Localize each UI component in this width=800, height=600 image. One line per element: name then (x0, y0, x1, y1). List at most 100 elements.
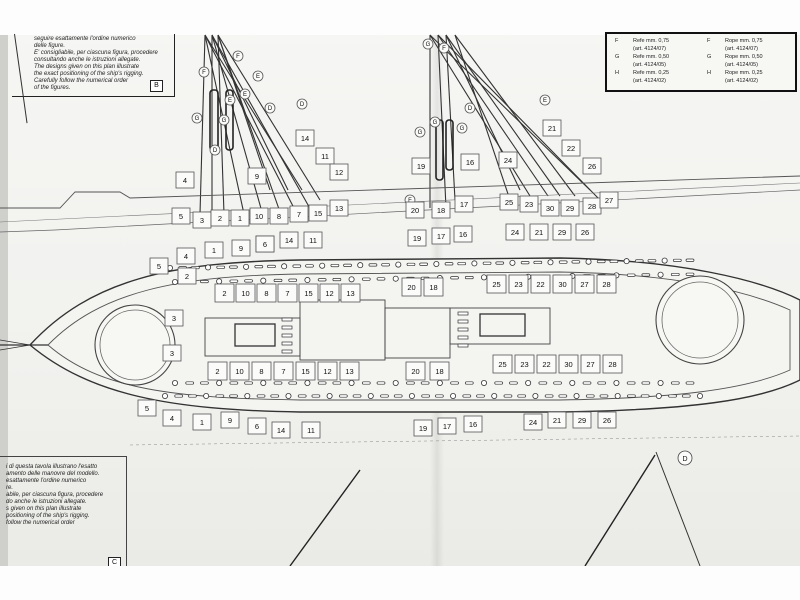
belaying-pin (205, 264, 212, 271)
rigging-letter-circle (239, 88, 251, 100)
cleat (229, 381, 239, 385)
cleat (270, 394, 280, 398)
belaying-pin (216, 379, 223, 386)
label-number: 3 (200, 216, 204, 225)
label-box (407, 229, 427, 247)
rigging-line (429, 34, 531, 197)
note-line: E' consigliabile, per ciascuna figura, p… (34, 50, 158, 56)
label-box (339, 361, 360, 381)
note-line: of the figures. (34, 85, 71, 91)
label-number: 28 (602, 280, 610, 289)
label-box (530, 274, 551, 294)
label-box (235, 283, 256, 303)
hull-outline (0, 175, 800, 446)
label-box (536, 354, 557, 374)
belaying-pin (657, 271, 664, 278)
label-box (162, 344, 182, 362)
label-box (255, 235, 275, 253)
label-number: 21 (548, 124, 556, 133)
label-box (523, 413, 543, 431)
legend-key: H (707, 70, 711, 76)
cleat (317, 381, 327, 385)
cleat (332, 278, 342, 282)
sheer-line-mid (0, 182, 800, 223)
label-box (429, 361, 450, 381)
belaying-pin (304, 379, 311, 386)
label-box (463, 415, 483, 433)
cleat (288, 278, 298, 282)
rigging-letter-circle (429, 116, 441, 128)
rigging-letter: G (433, 120, 438, 126)
rigging-line (217, 34, 271, 191)
label-box (499, 193, 519, 211)
sheet-edge (0, 35, 8, 566)
label-number: 25 (492, 280, 500, 289)
belaying-pin (348, 379, 355, 386)
rigging-lines (199, 34, 701, 567)
label-number: 12 (335, 168, 343, 177)
slot (281, 325, 293, 330)
cleat (174, 394, 184, 398)
rigging-letter: E (243, 92, 247, 98)
label-box (249, 207, 269, 225)
label-box (298, 283, 319, 303)
cleat (509, 381, 518, 385)
label-number: 11 (309, 236, 317, 245)
cleat (670, 381, 680, 385)
note-line: the exact positioning of the ship's rigg… (34, 71, 144, 77)
label-number: 27 (586, 360, 594, 369)
label-box (405, 361, 426, 381)
label-number: 8 (277, 212, 281, 221)
belaying-pin (585, 258, 592, 265)
label-box (558, 354, 579, 374)
belaying-pin (655, 392, 662, 399)
label-number: 2 (215, 367, 219, 376)
label-box (171, 207, 191, 225)
label-box (498, 151, 518, 169)
cleat (380, 394, 389, 398)
label-number: 15 (304, 289, 312, 298)
belaying-pin (203, 392, 210, 399)
rigging-letter: G (418, 130, 423, 136)
legend-text: (art. 4124/05) (633, 62, 667, 68)
label-box (602, 354, 623, 374)
rigging-line (204, 34, 303, 191)
label-box (596, 274, 617, 294)
legend-text: Refe mm. 0,25 (633, 70, 670, 76)
label-number: 13 (346, 289, 354, 298)
label-number: 22 (542, 360, 550, 369)
label-number: 14 (277, 426, 285, 435)
note-line: The designs given on this plan illustrat… (34, 64, 140, 70)
belaying-pin (480, 379, 487, 386)
rigging-line (437, 34, 549, 197)
belaying-pin (304, 277, 311, 284)
label-box (210, 209, 230, 227)
label-number: 24 (511, 228, 519, 237)
rigging-letter: F (408, 198, 412, 204)
rigging-letter-circle (252, 70, 264, 82)
label-box (547, 411, 567, 429)
label-number: 27 (605, 196, 613, 205)
slot (457, 327, 469, 332)
cleat (343, 263, 352, 267)
note-line: do anche le istruzioni allegate. (6, 499, 87, 505)
label-number: 10 (235, 367, 243, 376)
rigging-letter: F (202, 70, 206, 76)
label-box (599, 191, 619, 209)
label-number: 21 (553, 416, 561, 425)
label-box (251, 361, 272, 381)
legend-text: Rope mm. 0,75 (725, 38, 763, 44)
label-box (317, 361, 338, 381)
cleat (634, 259, 644, 263)
label-number: 2 (222, 289, 226, 298)
cleat (421, 394, 430, 398)
cleat (685, 381, 695, 385)
rigging-letter: G (195, 116, 200, 122)
label-box (319, 283, 340, 303)
cleat (420, 381, 430, 385)
cleat (311, 394, 321, 398)
belaying-pin (433, 261, 440, 268)
belaying-pin (697, 392, 704, 399)
label-number: 15 (314, 209, 322, 218)
cleat (215, 394, 225, 398)
